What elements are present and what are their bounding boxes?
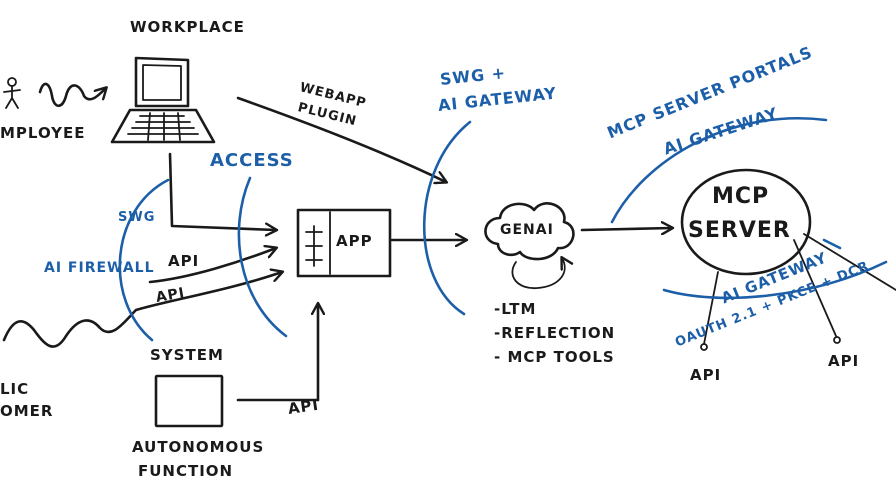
customer-squiggle-arrow (2, 272, 282, 348)
employee-figure (3, 77, 21, 109)
webapp-plugin-arrow (236, 96, 446, 182)
app-box (296, 208, 392, 278)
firewall-arc (118, 178, 170, 342)
system-to-app-arrow (236, 304, 318, 402)
api-right2-label: API (828, 352, 860, 370)
genai-label: GENAI (500, 222, 554, 238)
reflection-loop-arrow (511, 258, 564, 289)
system-box (154, 374, 224, 428)
laptop-to-app-arrow (168, 152, 276, 230)
app-label: APP (336, 232, 373, 250)
mcp-server-label-1: MCP (712, 184, 770, 209)
mcp-tools-label: - MCP TOOLS (494, 348, 615, 366)
api-to-app-arrow (148, 248, 276, 284)
mcp-portals-arc (610, 117, 828, 224)
mcp-bottom-arc (662, 260, 888, 300)
autonomous-label-2: FUNCTION (138, 462, 234, 480)
autonomous-label-1: AUTONOMOUS (132, 438, 265, 456)
reflection-label: -REFLECTION (494, 324, 616, 342)
workplace-label: WORKPLACE (130, 18, 245, 36)
laptop-icon (110, 56, 216, 144)
genai-cloud (484, 202, 575, 261)
employee-squiggle-arrow (38, 82, 106, 108)
customer-label-1: LIC (0, 380, 30, 398)
api-right-node (833, 336, 841, 344)
swg-label: SWG (118, 210, 156, 225)
access-label: ACCESS (210, 150, 294, 171)
mcp-to-api-left-line (703, 271, 719, 345)
api-right1-label: API (690, 366, 722, 384)
genai-to-mcp-arrow (580, 228, 672, 230)
ai-firewall-label: AI FIREWALL (44, 260, 155, 276)
gateway-slash (822, 238, 842, 250)
ltm-label: -LTM (494, 300, 537, 318)
employee-label: MPLOYEE (0, 124, 86, 142)
system-label: SYSTEM (150, 346, 224, 364)
swg-gateway-arc (422, 120, 472, 316)
api-top-label: API (168, 252, 200, 270)
access-arc (237, 176, 288, 338)
mcp-offpage-line (803, 233, 896, 291)
api-left-node (700, 343, 708, 351)
customer-label-2: OMER (0, 402, 54, 420)
mcp-server-label-2: SERVER (688, 218, 791, 243)
mcp-server-circle (680, 168, 812, 276)
